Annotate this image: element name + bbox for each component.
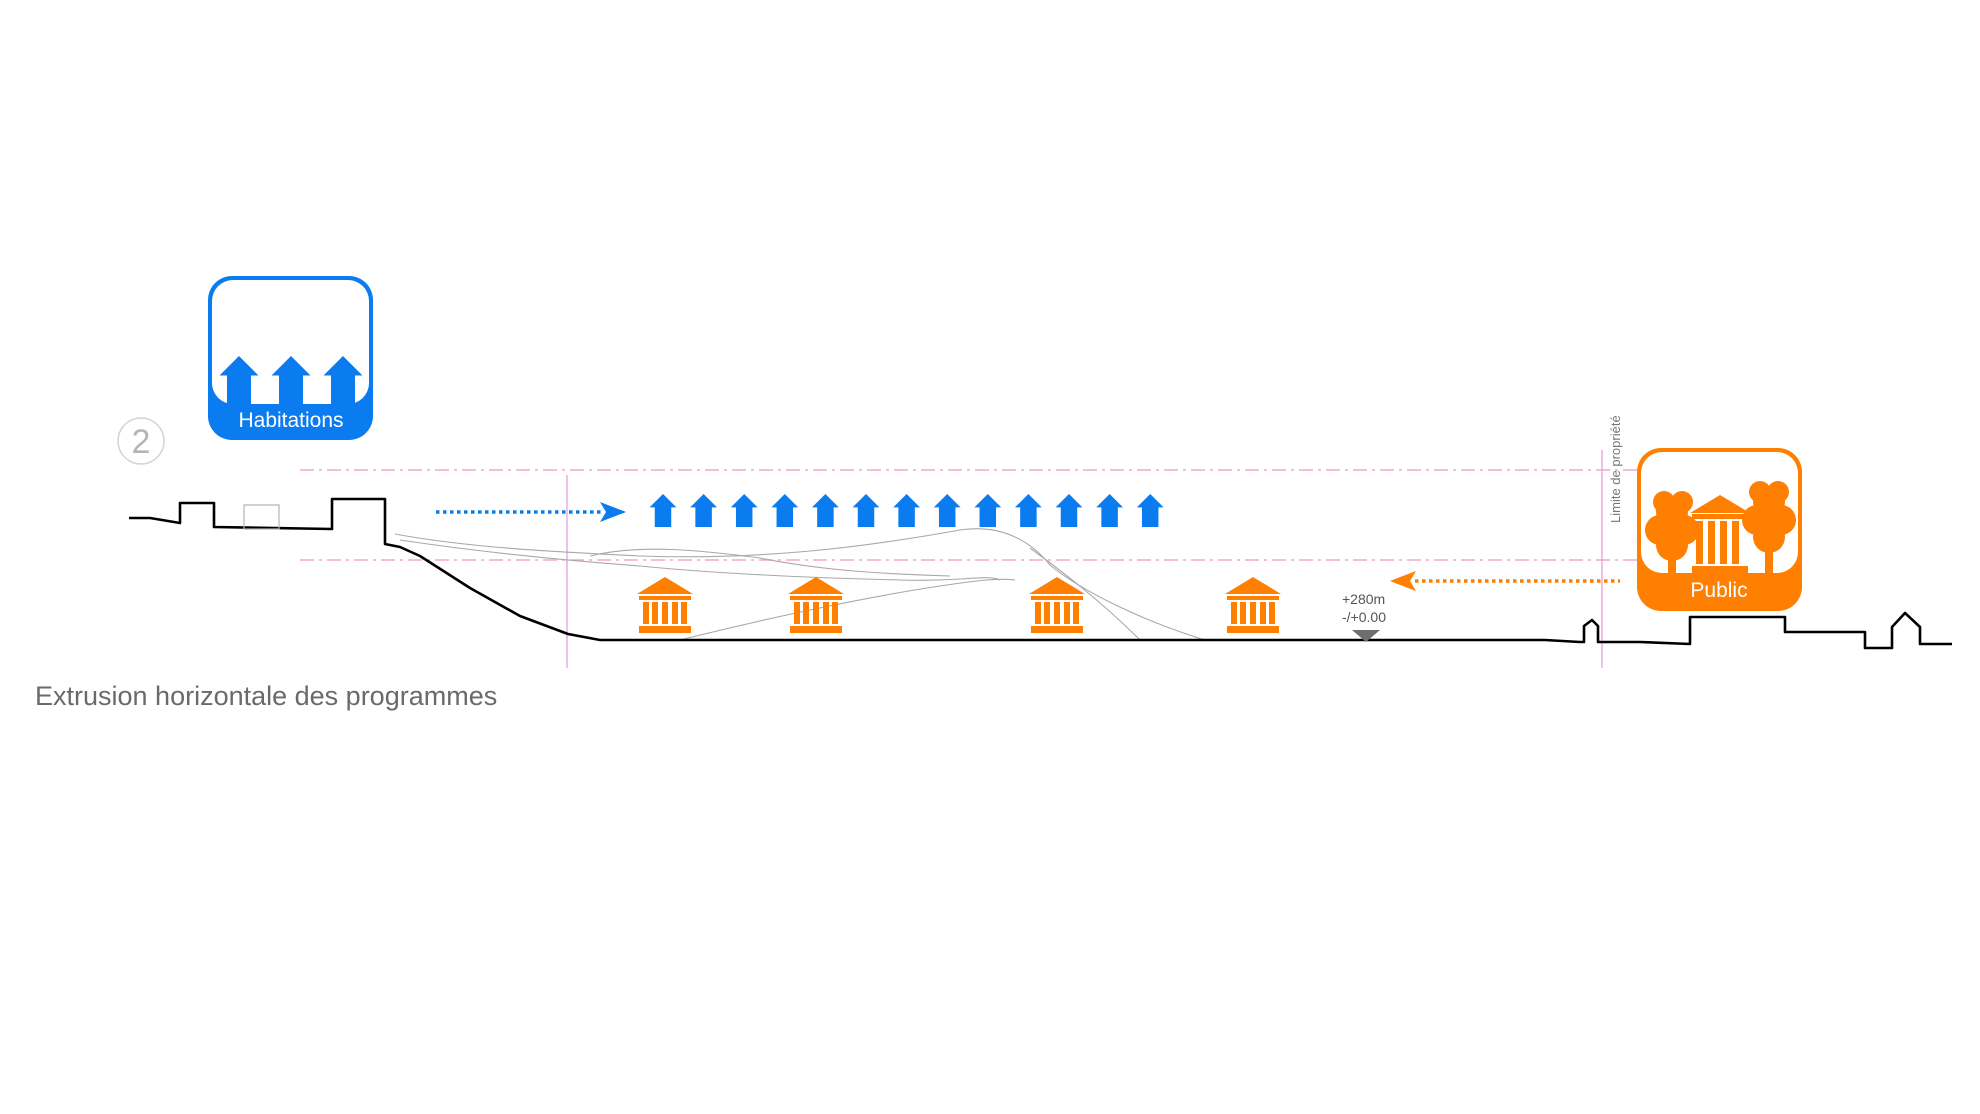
public-label: Public — [1690, 579, 1747, 602]
house-icon — [690, 494, 718, 527]
habitations-label: Habitations — [238, 409, 343, 432]
height-guide-lines — [300, 469, 1640, 561]
arrow-head-left-icon — [1390, 571, 1416, 591]
property-limit-label: Limite de propriété — [1608, 415, 1623, 523]
public-row — [637, 577, 1281, 633]
building-icon — [788, 577, 844, 633]
house-icon — [933, 494, 961, 527]
house-icon — [893, 494, 921, 527]
tree-icon — [1742, 481, 1796, 573]
house-icon — [811, 494, 839, 527]
house-icon — [1055, 494, 1083, 527]
building-icon — [637, 577, 693, 633]
elevation-label-bottom: -/+0.00 — [1342, 609, 1386, 625]
ground-profile-line — [129, 497, 1952, 650]
house-icon — [649, 494, 677, 527]
tree-icon — [1645, 491, 1699, 573]
house-icon — [852, 494, 880, 527]
habitations-card: Habitations — [208, 276, 373, 440]
building-icon — [1225, 577, 1281, 633]
public-building-icon — [1690, 495, 1750, 573]
caption: Extrusion horizontale des programmes — [35, 681, 497, 711]
building-icon — [1029, 577, 1085, 633]
elevation-marker-icon — [1352, 630, 1380, 642]
house-icon — [771, 494, 799, 527]
housing-row — [649, 494, 1164, 527]
property-limit-lines — [566, 450, 1603, 668]
step-number: 2 — [132, 423, 151, 461]
house-icon — [730, 494, 758, 527]
elevation-label-top: +280m — [1342, 591, 1385, 607]
step-number-circle — [117, 417, 165, 465]
house-icon — [1096, 494, 1124, 527]
house-icon — [974, 494, 1002, 527]
house-icon — [1014, 494, 1042, 527]
small-outline-box — [243, 504, 280, 530]
public-extrusion-arrow — [1390, 571, 1620, 591]
house-icon — [1136, 494, 1164, 527]
housing-extrusion-arrow — [436, 502, 626, 522]
terrain-contours — [394, 528, 1206, 641]
arrow-head-right-icon — [600, 502, 626, 522]
public-card: Public — [1637, 448, 1802, 611]
